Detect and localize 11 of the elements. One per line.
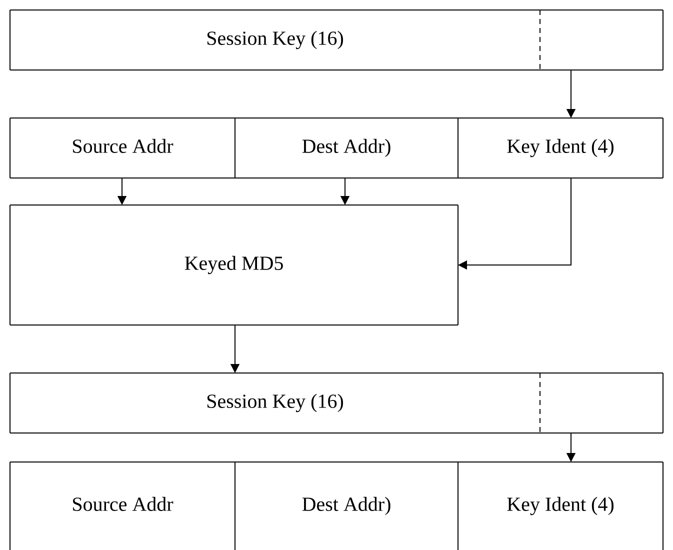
empty-field-box	[540, 372, 664, 434]
field-box: Source Addr	[10, 118, 236, 178]
empty-field-box	[540, 10, 664, 70]
field-box: Session Key (16)	[10, 10, 540, 70]
field-box: Keyed MD5	[10, 204, 458, 326]
field-box: Key Ident (4)	[458, 118, 664, 178]
field-box: Session Key (16)	[10, 372, 540, 434]
field-box: Dest Addr)	[234, 118, 458, 178]
field-box: Source Addr	[10, 462, 236, 550]
field-box: Key Ident (4)	[458, 462, 664, 550]
field-box: Dest Addr)	[234, 462, 458, 550]
